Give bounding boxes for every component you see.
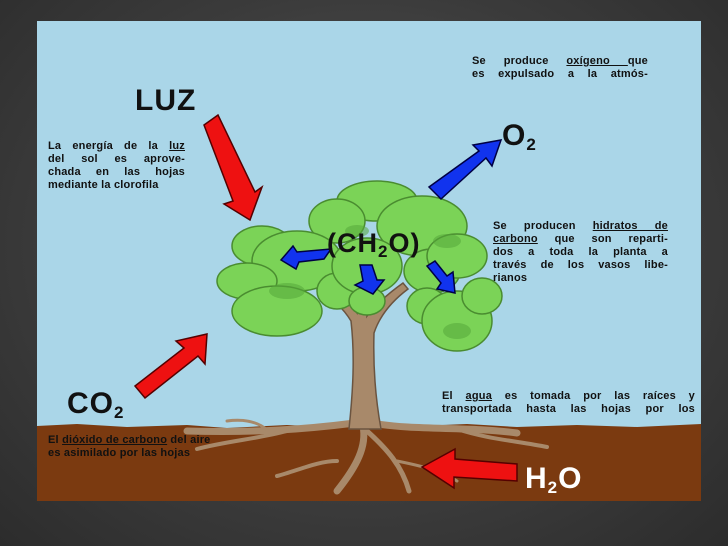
soil xyxy=(37,423,701,501)
oxygen-line-1: Se produce oxígeno que xyxy=(472,55,648,68)
carb-line-4: través de los vasos libe- xyxy=(493,259,668,271)
carb-line-1: Se producen hidratos de xyxy=(493,220,668,233)
o2-sub: 2 xyxy=(526,135,537,154)
text-water: El agua es tomada por las raíces y trans… xyxy=(442,390,695,416)
water-line-1: El agua es tomada por las raíces y xyxy=(442,390,695,403)
text-co2: El dióxido de carbono del aire es asimil… xyxy=(48,434,268,460)
canopy-shade xyxy=(269,225,471,339)
light-line-1-pre: La energía de la xyxy=(48,140,170,152)
arrow-sugar-right xyxy=(425,260,456,294)
co2-line-1: El dióxido de carbono del aire xyxy=(48,434,268,447)
light-line-4: mediante la clorofila xyxy=(48,179,159,191)
oxygen-word: oxígeno xyxy=(566,55,628,67)
arrow-sugar-left xyxy=(279,244,333,271)
o2-main: O xyxy=(502,119,527,152)
h2o-sub: 2 xyxy=(547,478,559,497)
oxygen-line-1-pre: Se produce xyxy=(472,55,567,67)
carb-word-2: carbono xyxy=(493,233,538,245)
arrow-oxygen xyxy=(427,139,503,201)
light-line-2: del sol es aprove- xyxy=(48,153,185,165)
co2-line-1-pre: El xyxy=(48,434,63,446)
h2o-o: O xyxy=(558,462,583,495)
ch2o-close: O) xyxy=(388,228,421,258)
text-carbohydrates: Se producen hidratos de carbono que son … xyxy=(493,220,668,285)
carb-word-1: hidratos de xyxy=(592,220,668,232)
water-line-2: transportada hasta las hojas por los xyxy=(442,403,695,415)
diagram-graphic xyxy=(37,21,701,501)
water-line-1-pre: El xyxy=(442,390,466,402)
light-word-luz: luz xyxy=(169,140,185,152)
water-word: agua xyxy=(465,390,493,402)
co2-word: dióxido de carbono xyxy=(62,434,168,446)
co2-main: CO xyxy=(67,387,114,420)
carb-line-1-pre: Se producen xyxy=(493,220,593,232)
carb-line-3: dos a toda la planta a xyxy=(493,246,668,258)
text-light-energy: La energía de la luz del sol es aprove- … xyxy=(48,140,185,192)
text-oxygen: Se produce oxígeno que es expulsado a la… xyxy=(472,55,648,81)
arrow-water xyxy=(420,447,518,490)
light-line-1: La energía de la luz xyxy=(48,140,185,153)
label-co2: CO2 xyxy=(67,387,125,422)
co2-line-2: es asimilado por las hojas xyxy=(48,447,191,459)
co2-sub: 2 xyxy=(114,403,125,422)
label-ch2o: (CH2O) xyxy=(327,228,421,261)
light-line-3: chada en las hojas xyxy=(48,166,185,178)
oxygen-line-2: es expulsado a la atmós- xyxy=(472,68,648,80)
water-line-1-post: es tomada por las raíces y xyxy=(492,390,695,402)
h2o-h: H xyxy=(525,462,548,495)
label-luz: LUZ xyxy=(135,84,197,117)
carb-line-2: carbono que son reparti- xyxy=(493,233,668,246)
ch2o-sub: 2 xyxy=(378,242,389,261)
carb-line-2-post: que son reparti- xyxy=(537,233,668,245)
arrow-light xyxy=(203,113,264,222)
carb-line-5: rianos xyxy=(493,272,528,284)
label-h2o: H2O xyxy=(525,462,583,497)
ch2o-open: (CH xyxy=(327,228,378,258)
arrow-sugar-middle xyxy=(353,264,386,295)
photosynthesis-diagram: LUZ O2 CO2 (CH2O) H2O La energía de la l… xyxy=(37,21,701,501)
co2-line-1-post: del aire xyxy=(167,434,211,446)
oxygen-line-1-post: que xyxy=(627,55,648,67)
arrow-co2 xyxy=(133,333,208,400)
label-o2: O2 xyxy=(502,119,537,154)
